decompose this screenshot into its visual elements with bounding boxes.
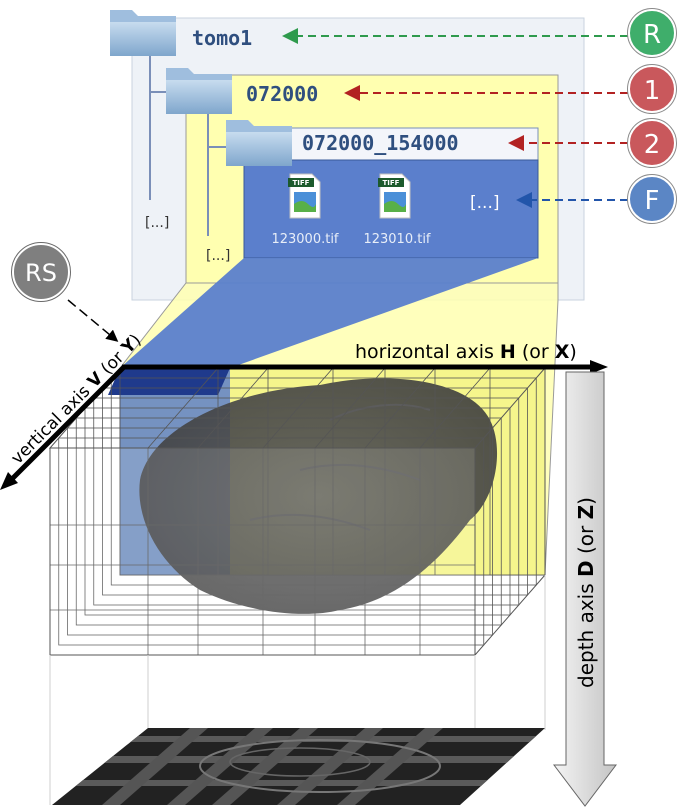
marker-RS: RS bbox=[11, 242, 71, 302]
slice-stripe bbox=[130, 736, 537, 742]
slice-stripe bbox=[277, 728, 383, 805]
cross-section-slice bbox=[52, 728, 545, 805]
marker-F-label: F bbox=[645, 186, 660, 216]
marker-F: F bbox=[627, 174, 677, 224]
level2-header bbox=[243, 127, 539, 161]
marker-1: 1 bbox=[627, 64, 677, 114]
volume-tile-divider bbox=[314, 366, 386, 655]
tif-file-icon[interactable]: TIFF bbox=[378, 173, 411, 219]
horizontal-axis-label: horizontal axis H (or X) bbox=[355, 341, 577, 363]
tif-file-icon[interactable]: TIFF bbox=[288, 173, 321, 219]
rs-pointer-arrow bbox=[67, 299, 119, 342]
horizontal-axis-arrowhead bbox=[590, 360, 608, 374]
depth-axis-label: depth axis D (or Z) bbox=[574, 497, 598, 688]
volume bbox=[48, 366, 547, 656]
folder-icon[interactable] bbox=[110, 10, 176, 56]
folder-icon[interactable] bbox=[166, 68, 232, 114]
level2-projection bbox=[120, 258, 538, 368]
file-name[interactable]: 123000.tif bbox=[271, 232, 338, 247]
marker-R: R bbox=[627, 8, 677, 58]
ellipsis-level1: [...] bbox=[206, 248, 230, 264]
slice-stripe bbox=[75, 780, 488, 786]
marker-R-label: R bbox=[643, 20, 661, 50]
marker-2-label: 2 bbox=[644, 130, 661, 160]
volume-tile-divider bbox=[419, 366, 491, 655]
tree-lines bbox=[149, 50, 228, 236]
vertical-axis bbox=[8, 365, 126, 483]
projection-lines bbox=[49, 575, 546, 805]
slice-stripe bbox=[167, 728, 273, 805]
folder-name-level2[interactable]: 072000_154000 bbox=[302, 131, 459, 155]
tiff-badge: TIFF bbox=[383, 179, 400, 187]
slice-stripe bbox=[102, 728, 208, 805]
volume-tile-divider bbox=[147, 366, 219, 655]
tiff-badge: TIFF bbox=[293, 179, 310, 187]
volume-tile-divider bbox=[262, 366, 334, 655]
folder-name-root[interactable]: tomo1 bbox=[192, 26, 252, 50]
file-name[interactable]: 123010.tif bbox=[363, 232, 430, 247]
vertical-axis-arrowhead bbox=[0, 472, 18, 490]
slice-stripe bbox=[337, 728, 443, 805]
depth-axis bbox=[552, 371, 618, 807]
marker-1-label: 1 bbox=[644, 76, 661, 106]
folder-icon[interactable] bbox=[226, 120, 292, 166]
volume-tile-divider bbox=[197, 366, 269, 655]
ellipsis-root-level: [...] bbox=[145, 215, 169, 231]
ellipsis-level2: [...] bbox=[470, 193, 499, 213]
marker-2: 2 bbox=[627, 118, 677, 168]
volume-tile-divider bbox=[364, 366, 436, 655]
brain-volume bbox=[139, 378, 498, 614]
marker-RS-label: RS bbox=[25, 259, 57, 287]
folder-name-level1[interactable]: 072000 bbox=[246, 82, 318, 106]
